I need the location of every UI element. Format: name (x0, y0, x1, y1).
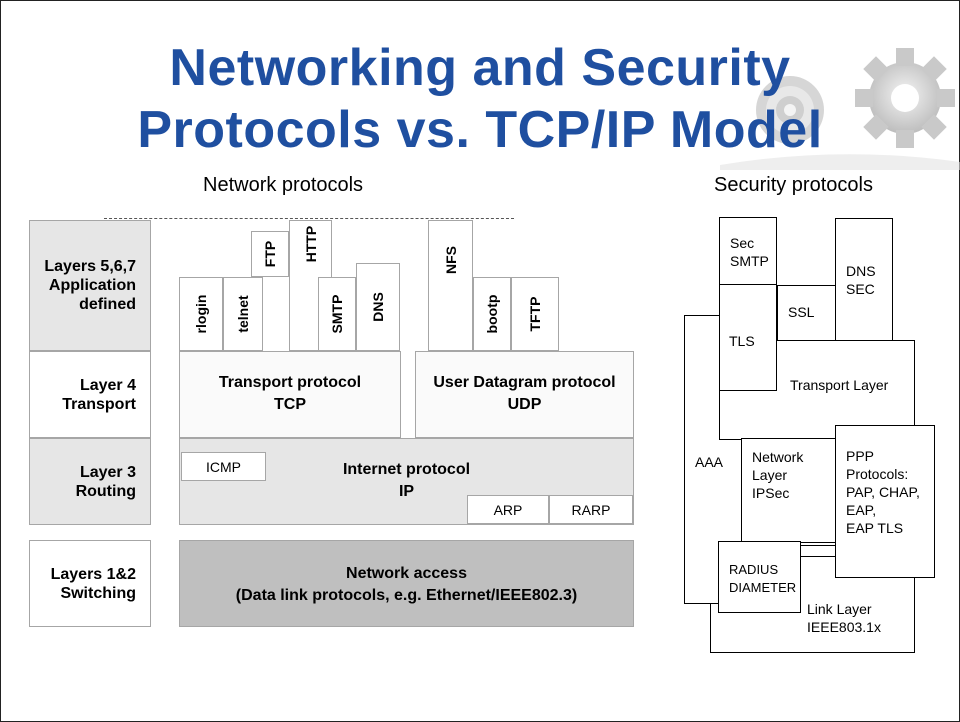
ppp-line2: Protocols: (846, 466, 909, 482)
ipsec-text: IPSec (752, 485, 790, 501)
network-access-box: Network access (Data link protocols, e.g… (179, 540, 634, 627)
sec-smtp-box: Sec SMTP (719, 217, 777, 285)
layer-label-application: Layers 5,6,7 Application defined (29, 220, 151, 351)
protocol-nfs: NFS (428, 220, 473, 351)
protocol-telnet: telnet (223, 277, 263, 351)
layer-transport-text: Transport (62, 395, 136, 413)
layer-567-text: Layers 5,6,7 (44, 258, 136, 275)
tls-box: TLS (719, 284, 777, 391)
dns-sec-line1: DNS (846, 263, 876, 279)
transport-layer-text: Transport Layer (790, 377, 889, 393)
connector-line (800, 556, 836, 557)
arp-text: ARP (493, 501, 523, 518)
arp-box: ARP (467, 495, 549, 524)
ppp-line4: EAP, (846, 502, 877, 518)
ppp-line5: EAP TLS (846, 520, 904, 536)
smtp-text: SMTP (329, 294, 345, 334)
layer-application-text: Application (48, 277, 136, 294)
gears-icon (720, 48, 960, 170)
layer-3-text: Layer 3 (79, 463, 136, 481)
network-layer-line1: Network (752, 449, 804, 465)
ip-abbr: IP (398, 483, 415, 500)
radius-diameter-box: RADIUS DIAMETER (718, 541, 801, 613)
layer-switching-text: Switching (60, 584, 136, 602)
tcp-title: Transport protocol (218, 374, 362, 391)
tftp-text: TFTP (527, 296, 543, 332)
ppp-line1: PPP (846, 448, 875, 464)
http-text: HTTP (302, 225, 319, 263)
layer-defined-text: defined (79, 296, 136, 313)
protocol-bootp: bootp (473, 277, 511, 351)
title-line-1: Networking and Security (169, 39, 791, 97)
ip-title: Internet protocol (342, 461, 471, 478)
ppp-line3: PAP, CHAP, (846, 484, 920, 500)
title-line-2: Protocols vs. TCP/IP Model (137, 101, 823, 159)
protocol-ftp: FTP (251, 231, 289, 277)
ssl-box: SSL (777, 285, 836, 341)
ieee8031x-text: IEEE803.1x (807, 619, 881, 635)
radius-text: RADIUS (729, 562, 779, 577)
link-layer-text: Link Layer (807, 601, 872, 617)
network-access-subtitle: (Data link protocols, e.g. Ethernet/IEEE… (235, 587, 578, 604)
dashed-boundary (104, 218, 514, 219)
rarp-text: RARP (571, 501, 611, 518)
udp-abbr: UDP (507, 396, 542, 413)
protocol-rlogin: rlogin (179, 277, 223, 351)
layer-label-transport: Layer 4 Transport (29, 351, 151, 438)
ftp-text: FTP (262, 240, 278, 268)
layer-12-text: Layers 1&2 (50, 565, 136, 583)
network-layer-line2: Layer (752, 467, 788, 483)
udp-box: User Datagram protocol UDP (415, 351, 634, 438)
layer-label-routing: Layer 3 Routing (29, 438, 151, 525)
layer-4-text: Layer 4 (79, 376, 136, 394)
connector-line (800, 542, 836, 543)
sec-smtp-line1: Sec (730, 235, 755, 251)
security-protocols-heading: Security protocols (714, 174, 873, 196)
tcp-abbr: TCP (274, 396, 306, 413)
protocol-dns: DNS (356, 263, 400, 351)
protocol-smtp: SMTP (318, 277, 356, 351)
tcp-box: Transport protocol TCP (179, 351, 401, 438)
aaa-text: AAA (695, 454, 724, 470)
network-layer-box: Network Layer IPSec (741, 438, 841, 546)
icmp-text: ICMP (206, 458, 241, 475)
dns-text: DNS (370, 292, 386, 322)
network-access-title: Network access (346, 565, 467, 582)
ppp-box: PPP Protocols: PAP, CHAP, EAP, EAP TLS (835, 425, 935, 578)
diameter-text: DIAMETER (729, 580, 797, 595)
protocol-tftp: TFTP (511, 277, 559, 351)
layer-routing-text: Routing (75, 482, 136, 500)
rarp-box: RARP (549, 495, 633, 524)
rlogin-text: rlogin (193, 294, 209, 334)
icmp-box: ICMP (181, 452, 266, 481)
network-protocols-heading: Network protocols (203, 174, 364, 196)
bootp-text: bootp (484, 294, 500, 334)
dns-sec-line2: SEC (846, 281, 875, 297)
sec-smtp-line2: SMTP (730, 253, 769, 269)
nfs-text: NFS (442, 245, 459, 274)
udp-title: User Datagram protocol (433, 374, 616, 391)
ssl-text: SSL (788, 304, 815, 320)
tls-text: TLS (729, 333, 755, 349)
layer-label-switching: Layers 1&2 Switching (29, 540, 151, 627)
telnet-text: telnet (235, 295, 251, 333)
dns-sec-box: DNS SEC (835, 218, 893, 341)
